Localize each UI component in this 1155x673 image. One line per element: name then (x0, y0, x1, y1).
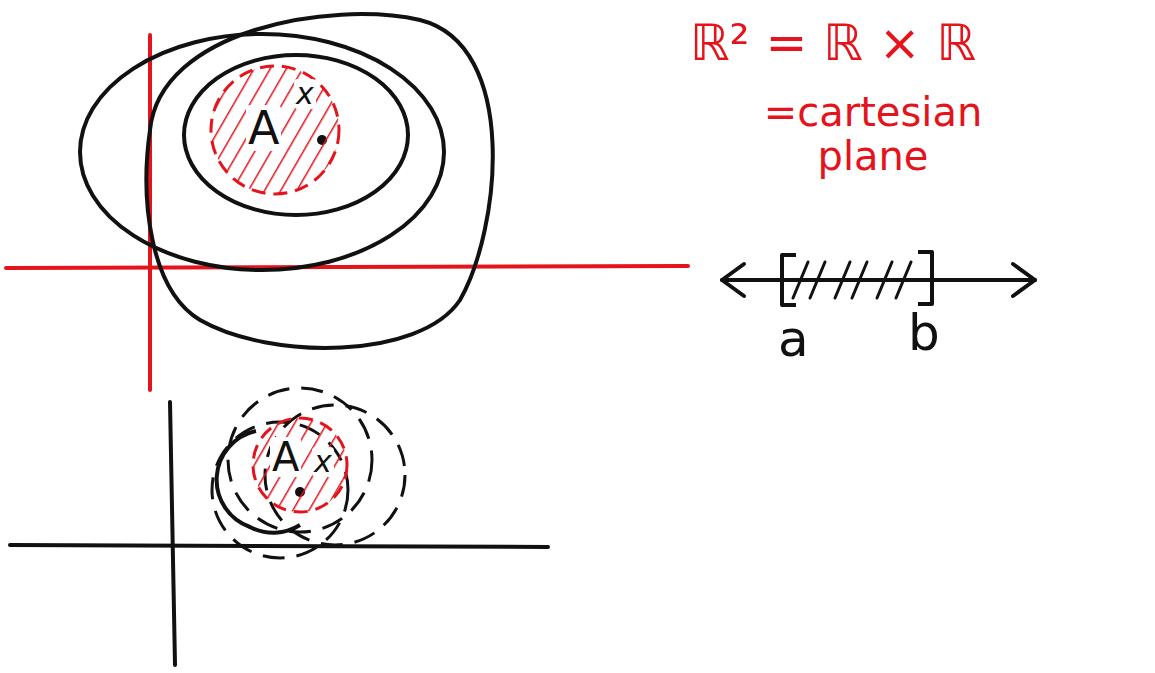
point-name: x (312, 447, 334, 477)
note-text: =cartesian plane (738, 90, 1008, 178)
open-set (80, 34, 444, 270)
interval-hatch (793, 262, 911, 298)
arrow-head (722, 264, 744, 296)
endpoint-label: b (908, 306, 940, 361)
open-set (184, 55, 408, 215)
hatched-set: Ax (208, 63, 342, 197)
x-axis (6, 266, 688, 268)
arrow-head (1013, 264, 1035, 296)
set-outline (253, 418, 347, 512)
open-set (147, 14, 493, 348)
point-name: x (294, 79, 316, 109)
closed-bracket (918, 252, 932, 304)
set-outline (211, 66, 339, 194)
x-axis (10, 545, 548, 547)
set-name: A (246, 105, 281, 151)
open-ball (228, 388, 372, 532)
number-line (722, 278, 1035, 282)
set-name: A (270, 437, 301, 477)
y-axis (170, 402, 175, 665)
hatched-set: Ax (250, 415, 350, 515)
endpoint-label: a (778, 312, 809, 367)
note-text: ℝ² = ℝ × ℝ (690, 16, 976, 71)
